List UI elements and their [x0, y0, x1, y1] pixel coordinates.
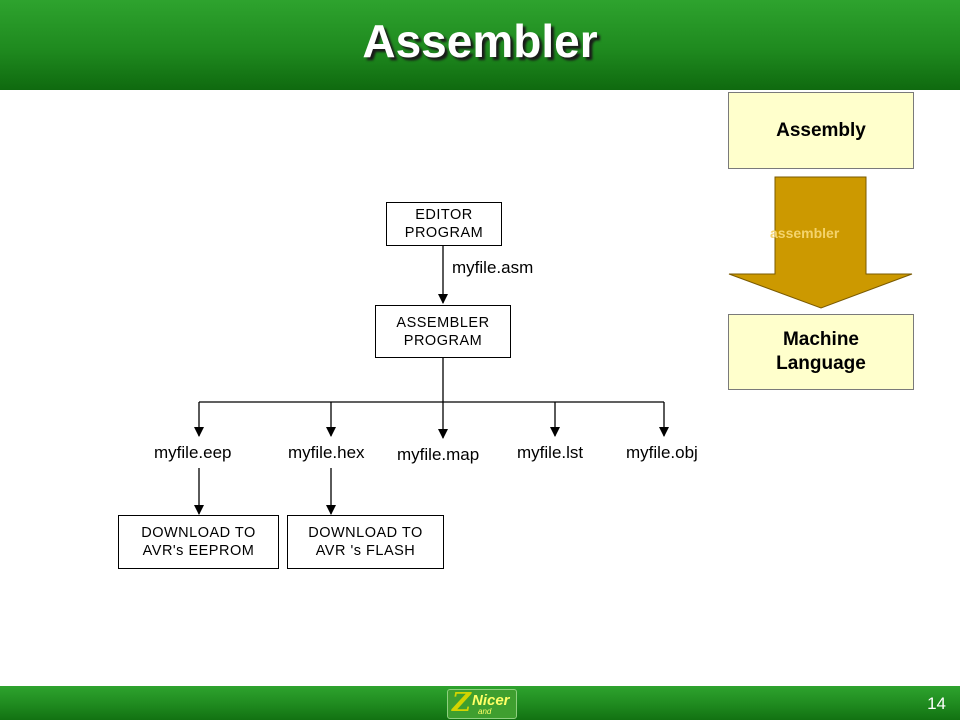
editor-program-label: EDITOR PROGRAM — [404, 207, 484, 241]
assembler-block-arrow — [728, 176, 913, 309]
editor-program-box: EDITOR PROGRAM — [386, 202, 502, 246]
slide-title: Assembler — [362, 15, 598, 67]
output-file-hex: myfile.hex — [288, 443, 365, 462]
machine-language-box: Machine Language — [728, 314, 914, 390]
assembler-program-box: ASSEMBLER PROGRAM — [375, 305, 511, 358]
logo-word: Nicer — [472, 692, 510, 709]
download-flash-box: DOWNLOAD TO AVR 's FLASH — [287, 515, 444, 569]
assembly-label: Assembly — [776, 119, 866, 141]
logo-small-text: and — [478, 707, 492, 716]
flowchart-connectors — [194, 176, 913, 515]
assembly-box: Assembly — [728, 92, 914, 169]
download-eeprom-box: DOWNLOAD TO AVR's EEPROM — [118, 515, 279, 569]
title-bar: Assembler — [0, 0, 960, 90]
assembler-arrow-label: assembler — [770, 225, 840, 241]
assembler-program-label: ASSEMBLER PROGRAM — [396, 314, 490, 349]
output-file-map: myfile.map — [397, 445, 480, 464]
asm-file-label: myfile.asm — [452, 258, 534, 277]
nicer-land-logo: Z Nicer and — [447, 688, 517, 719]
machine-language-label: Machine Language — [776, 329, 866, 374]
download-flash-label: DOWNLOAD TO AVR 's FLASH — [308, 525, 423, 559]
page-number: 14 — [927, 694, 946, 713]
footer-bar: Z Nicer and 14 — [0, 686, 960, 720]
output-file-lst: myfile.lst — [517, 443, 584, 462]
download-eeprom-label: DOWNLOAD TO AVR's EEPROM — [141, 525, 256, 559]
logo-letter: Z — [452, 688, 471, 718]
output-file-obj: myfile.obj — [626, 443, 698, 462]
output-file-eep: myfile.eep — [154, 443, 232, 462]
